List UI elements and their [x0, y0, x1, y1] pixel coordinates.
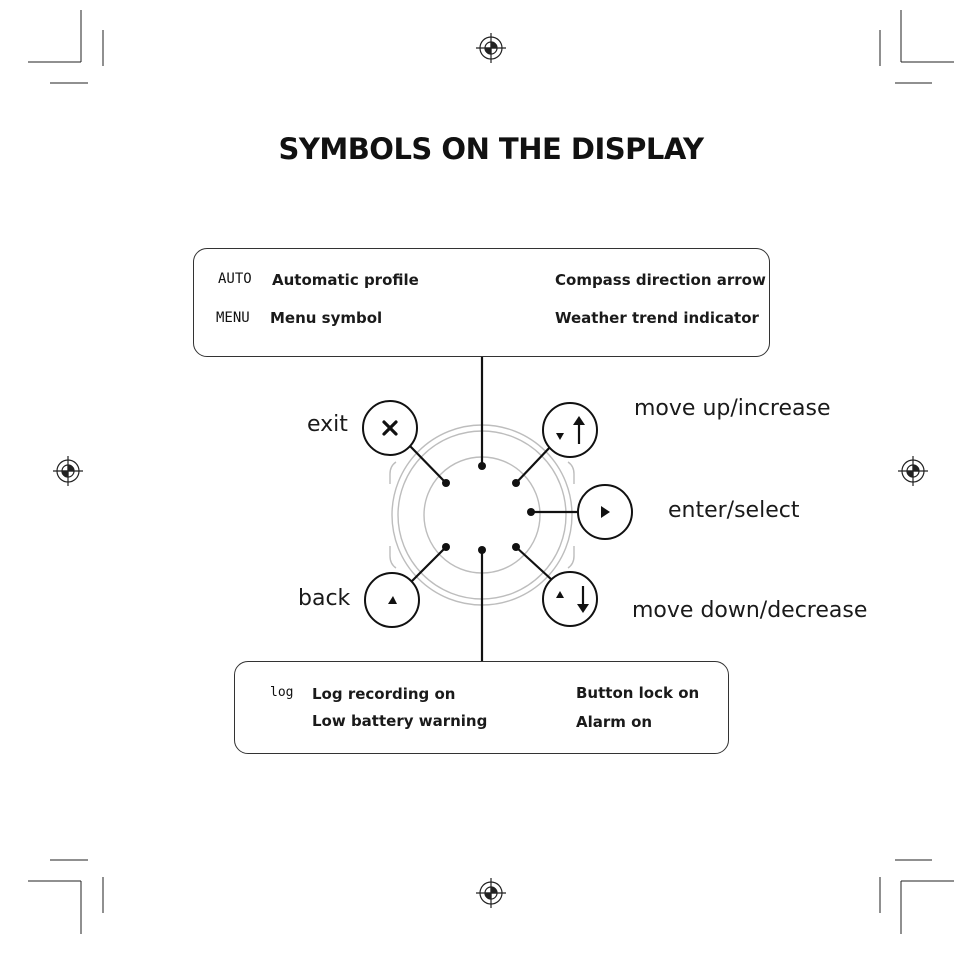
top-symbols-box [193, 248, 770, 357]
automatic-profile-label: Automatic profile [272, 271, 419, 289]
bottom-symbols-box [234, 661, 729, 754]
low-battery-label: Low battery warning [312, 712, 488, 730]
play-icon [601, 506, 610, 518]
exit-label: exit [307, 412, 348, 437]
log-recording-label: Log recording on [312, 685, 456, 703]
move-down-label: move down/decrease [632, 598, 868, 623]
up-arrow-icon [556, 416, 585, 444]
log-symbol: log [270, 685, 294, 700]
button-circles [362, 400, 633, 628]
enter-select-label: enter/select [668, 498, 800, 523]
page-title: SYMBOLS ON THE DISPLAY [278, 132, 704, 166]
back-label: back [298, 586, 351, 611]
registration-marks [53, 33, 928, 908]
close-icon [382, 420, 398, 436]
move-up-label: move up/increase [634, 396, 831, 421]
connector-dots [442, 462, 535, 554]
alarm-on-label: Alarm on [576, 713, 653, 731]
crop-marks [28, 10, 954, 934]
down-arrow-icon [556, 586, 589, 613]
compass-direction-label: Compass direction arrow [555, 271, 766, 289]
weather-trend-label: Weather trend indicator [555, 309, 759, 327]
button-lock-label: Button lock on [576, 684, 700, 702]
back-triangle-icon [388, 596, 397, 604]
auto-symbol: AUTO [218, 271, 252, 287]
menu-symbol: MENU [216, 310, 250, 326]
connector-lines [408, 356, 579, 661]
menu-symbol-label: Menu symbol [270, 309, 383, 327]
